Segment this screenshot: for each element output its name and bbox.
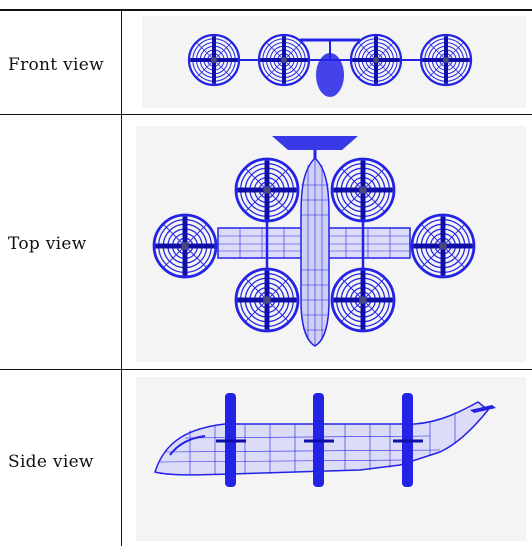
- side-view-label: Side view: [8, 452, 94, 472]
- front-rotor-4-icon: [421, 35, 471, 85]
- table-top-rule: [0, 9, 532, 11]
- front-view-label: Front view: [8, 55, 104, 75]
- top-rotor-left-tip-icon: [154, 215, 216, 277]
- top-rotor-right-tip-icon: [412, 215, 474, 277]
- side-view-drawing: [154, 393, 496, 487]
- column-divider: [121, 10, 122, 546]
- top-view-label: Top view: [8, 234, 87, 254]
- top-rotor-fl-icon: [236, 159, 298, 221]
- top-rotor-rr-icon: [332, 269, 394, 331]
- front-rotor-2-icon: [259, 35, 309, 85]
- front-view-drawing: [189, 35, 471, 97]
- front-rotor-1-icon: [189, 35, 239, 85]
- top-rotor-fr-icon: [332, 159, 394, 221]
- top-view-drawing: [154, 136, 474, 347]
- top-rotor-rl-icon: [236, 269, 298, 331]
- row-divider-1: [0, 114, 532, 115]
- front-rotor-3-icon: [351, 35, 401, 85]
- row-divider-2: [0, 369, 532, 370]
